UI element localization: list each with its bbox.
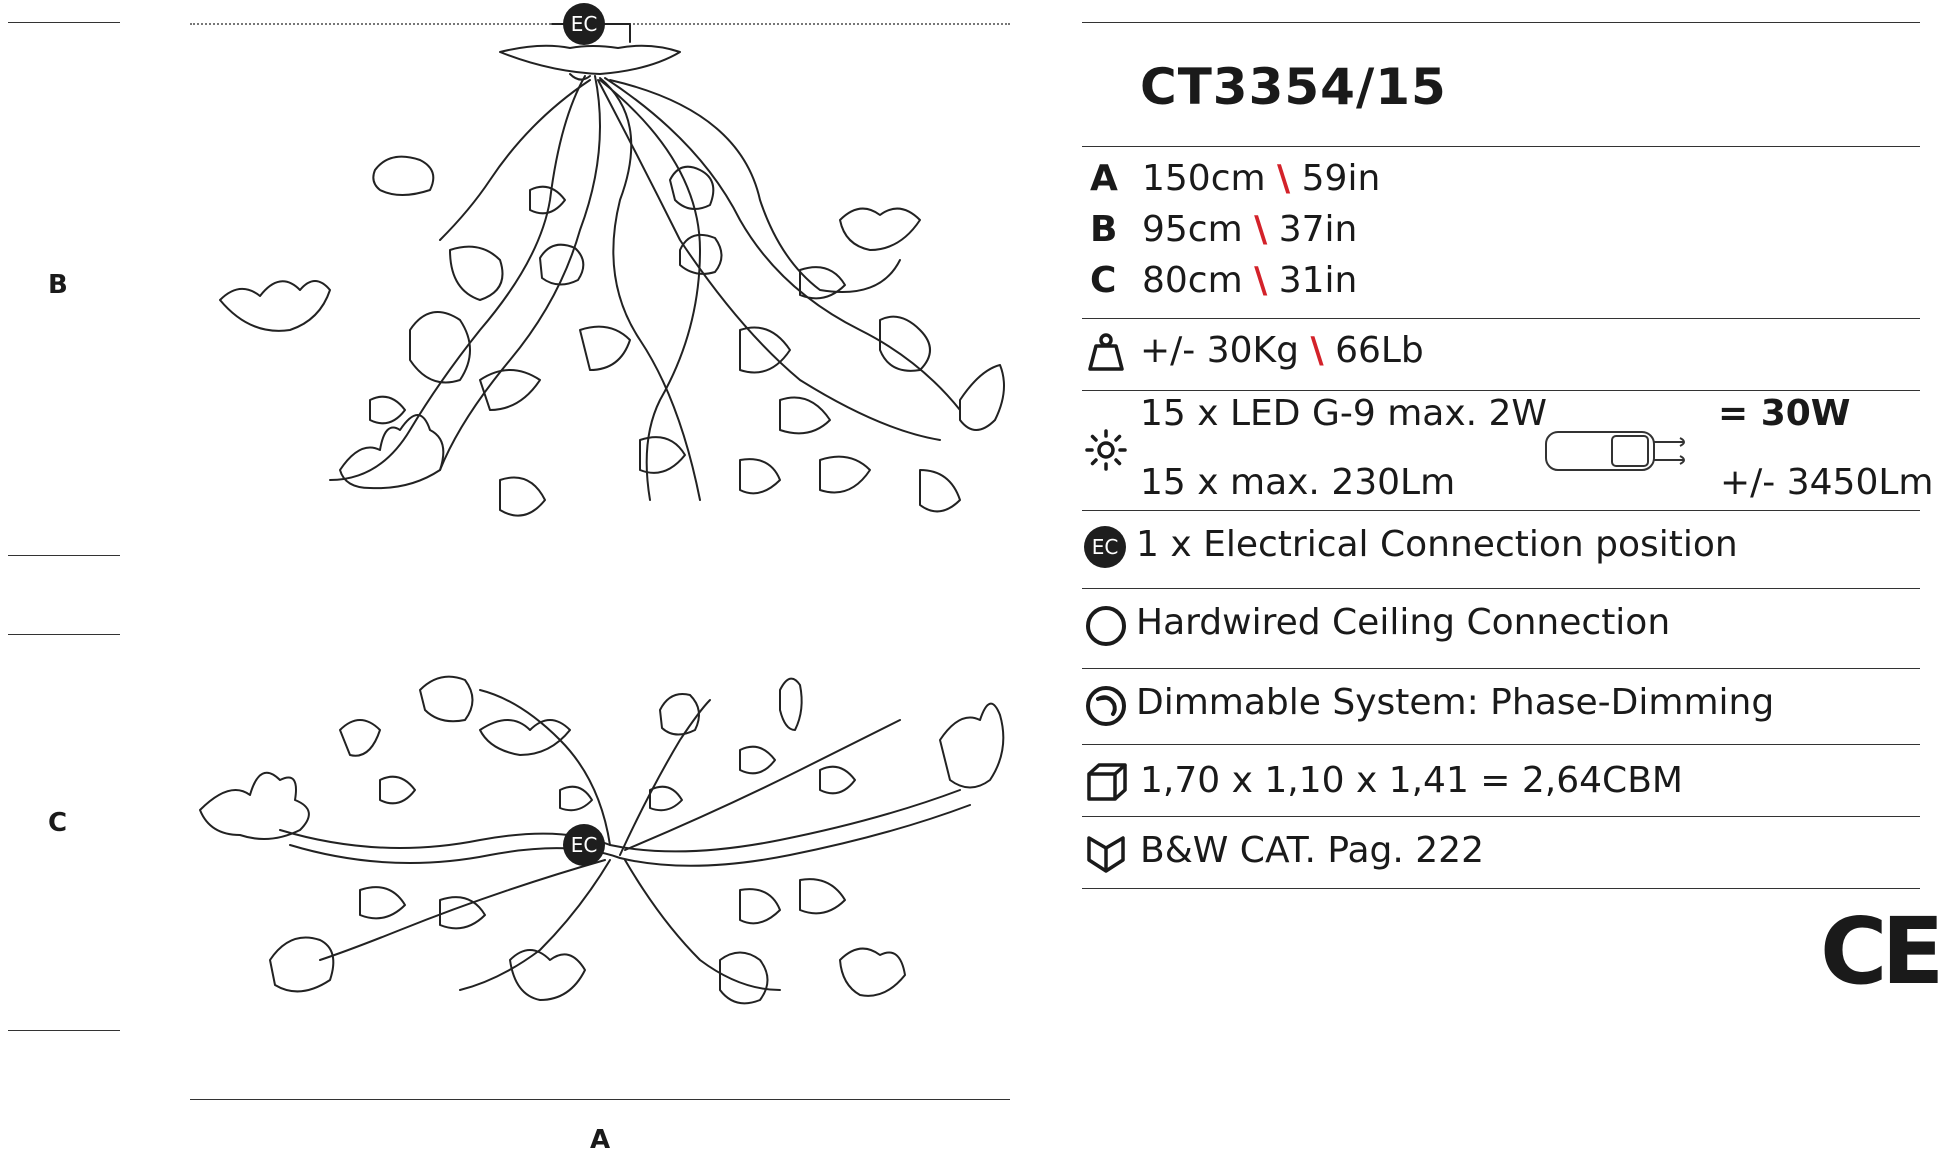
lighting-lumen: 15 x max. 230Lm	[1140, 462, 1456, 503]
dimension-letter-c: C	[1090, 260, 1117, 301]
top-view-drawing	[199, 675, 1005, 1005]
ec-icon: EC	[1084, 526, 1126, 568]
dimension-cm-a: 150cm	[1142, 158, 1266, 199]
box-icon	[1087, 763, 1127, 801]
spec-line-9	[1082, 888, 1920, 889]
dimension-inch-b: 37in	[1278, 209, 1358, 250]
dimension-sep-b: \	[1254, 209, 1268, 250]
lighting-total-power: = 30W	[1718, 393, 1851, 434]
catalog-page: B&W CAT. Pag. 222	[1140, 830, 1484, 871]
dim-c-bottom-line	[8, 1030, 120, 1031]
spec-line-8	[1082, 816, 1920, 817]
spec-line-2	[1082, 318, 1920, 319]
spec-line-1	[1082, 146, 1920, 147]
dim-b-label: B	[48, 270, 68, 300]
dimension-inch-a: 59in	[1301, 158, 1381, 199]
dim-b-bottom-line	[8, 555, 120, 556]
spec-line-5	[1082, 588, 1920, 589]
g9-bulb-icon	[1545, 431, 1685, 471]
dimension-cm-c: 80cm	[1142, 260, 1243, 301]
dimension-inch-c: 31in	[1278, 260, 1358, 301]
weight-icon	[1088, 333, 1124, 371]
dim-c-top-line	[8, 634, 120, 635]
spec-line-3	[1082, 390, 1920, 391]
dim-a-line	[190, 1099, 1010, 1100]
weight-sep: \	[1310, 330, 1324, 371]
electrical-connection: 1 x Electrical Connection position	[1136, 524, 1738, 565]
dimension-letter-a: A	[1090, 158, 1118, 199]
dimmer-icon	[1086, 686, 1126, 726]
dimension-row-b: B 95cm \ 37in	[1090, 209, 1357, 250]
catalog-icon	[1087, 836, 1125, 873]
top-view-ec-badge: EC	[563, 824, 605, 866]
circle-icon	[1086, 606, 1126, 646]
weight-lb: 66Lb	[1335, 330, 1424, 371]
dimension-sep-a: \	[1277, 158, 1291, 199]
spec-line-6	[1082, 668, 1920, 669]
spec-line-7	[1082, 744, 1920, 745]
spec-top-line	[1082, 22, 1920, 23]
side-view-drawing	[219, 23, 1005, 517]
lighting-lamps: 15 x LED G-9 max. 2W	[1140, 393, 1548, 434]
dimension-row-a: A 150cm \ 59in	[1090, 158, 1380, 199]
dimension-sep-c: \	[1254, 260, 1268, 301]
side-view-ec-badge: EC	[563, 3, 605, 45]
dimmable-system: Dimmable System: Phase-Dimming	[1136, 682, 1775, 723]
ce-mark: CE	[1820, 898, 1938, 1005]
dimension-cm-b: 95cm	[1142, 209, 1243, 250]
dim-c-label: C	[48, 808, 68, 838]
weight-kg: +/- 30Kg	[1140, 330, 1299, 371]
dimension-row-c: C 80cm \ 31in	[1090, 260, 1357, 301]
spec-line-4	[1082, 510, 1920, 511]
dim-a-label: A	[590, 1125, 611, 1155]
sun-icon	[1085, 429, 1127, 471]
dimension-letter-b: B	[1090, 209, 1118, 250]
package-volume: 1,70 x 1,10 x 1,41 = 2,64CBM	[1140, 760, 1683, 801]
product-code: CT3354/15	[1140, 58, 1447, 116]
dim-b-top-line	[8, 22, 120, 23]
hardwired-connection: Hardwired Ceiling Connection	[1136, 602, 1671, 643]
weight-row: +/- 30Kg \ 66Lb	[1140, 330, 1424, 371]
lighting-total-lumen: +/- 3450Lm	[1720, 462, 1934, 503]
